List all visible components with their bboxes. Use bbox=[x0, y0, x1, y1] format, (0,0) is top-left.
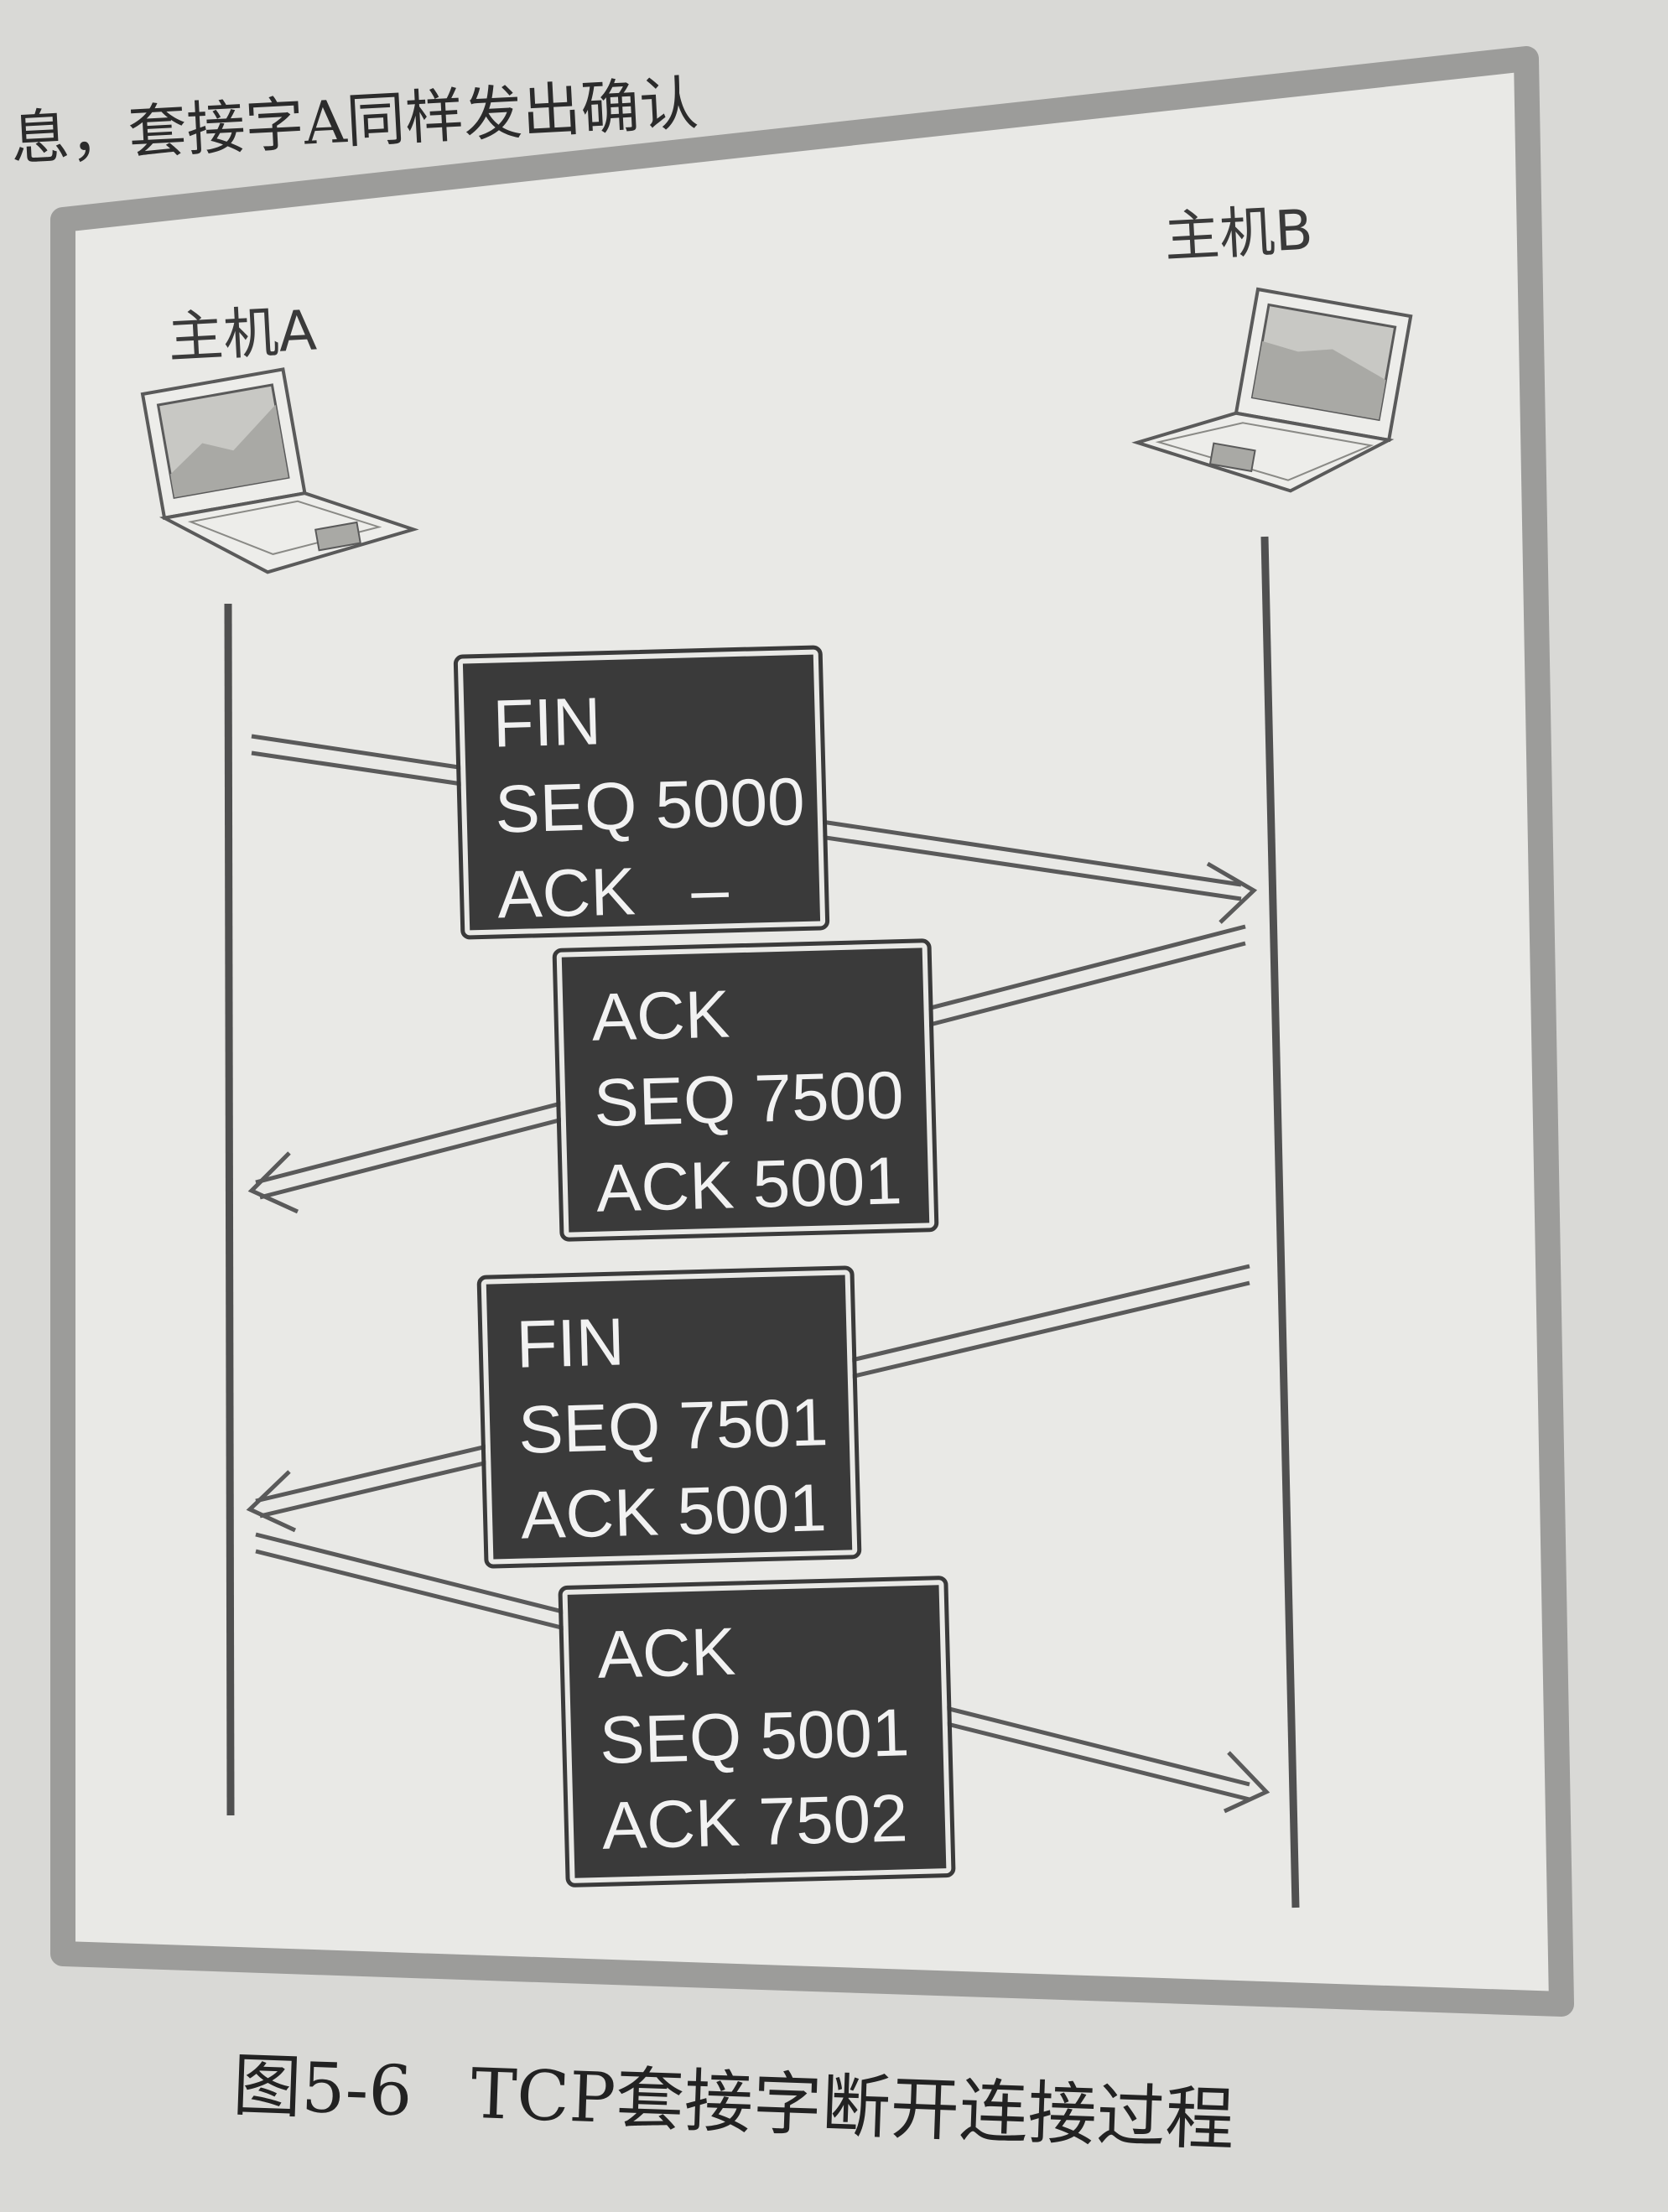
packet-ack-2: ACK SEQ 5001 ACK 7502 bbox=[558, 1575, 956, 1888]
packet-flag: FIN bbox=[491, 683, 602, 761]
packet-seq: SEQ 5001 bbox=[599, 1695, 911, 1778]
packet-seq: SEQ 7501 bbox=[517, 1384, 829, 1467]
packet-flag: FIN bbox=[515, 1304, 626, 1382]
packet-seq: SEQ 7500 bbox=[593, 1057, 905, 1140]
figure-number: 图5-6 bbox=[231, 2045, 414, 2132]
host-b-laptop-icon bbox=[1131, 287, 1413, 493]
packet-ack: ACK 5001 bbox=[595, 1143, 903, 1226]
host-a-laptop-icon bbox=[140, 367, 419, 574]
host-b-label: 主机B bbox=[1162, 197, 1315, 270]
host-b-lifeline bbox=[1260, 536, 1300, 1908]
packet-ack: ACK 5001 bbox=[519, 1470, 828, 1553]
packet-fin-2: FIN SEQ 7501 ACK 5001 bbox=[476, 1265, 862, 1569]
packet-ack: ACK – bbox=[496, 851, 730, 932]
packet-fin-1: FIN SEQ 5000 ACK – bbox=[453, 645, 830, 940]
packet-ack-1: ACK SEQ 7500 ACK 5001 bbox=[552, 938, 939, 1242]
packet-seq: SEQ 5000 bbox=[494, 763, 806, 847]
host-a-lifeline bbox=[224, 603, 235, 1816]
packet-ack: ACK 7502 bbox=[600, 1780, 909, 1863]
packet-flag: ACK bbox=[596, 1613, 737, 1692]
host-a-label: 主机A bbox=[166, 298, 319, 371]
packet-flag: ACK bbox=[590, 976, 731, 1055]
